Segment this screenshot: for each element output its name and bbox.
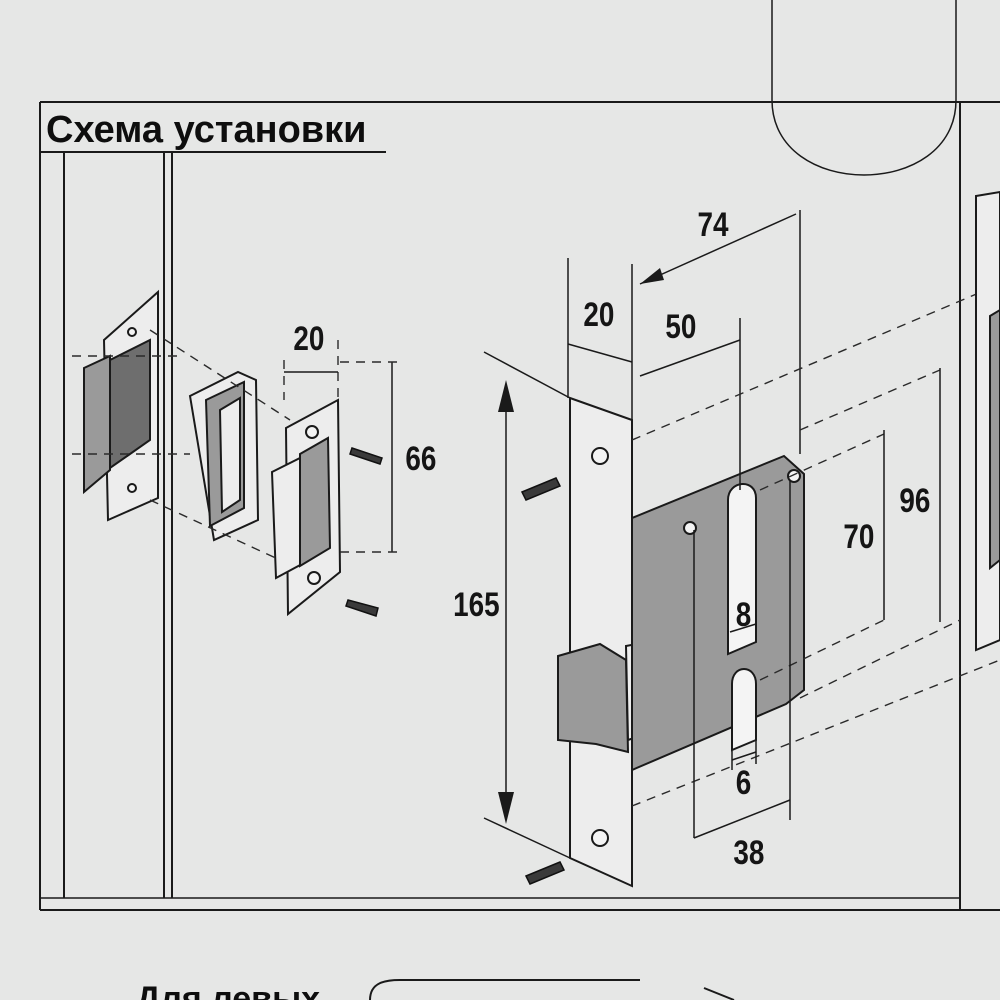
backset-label: 50 <box>665 307 696 345</box>
lock-body <box>631 454 805 772</box>
strike-screws <box>345 447 383 617</box>
spindle-to-cylinder-label: 70 <box>843 517 874 555</box>
door-frame <box>40 152 960 899</box>
strike-height-label: 66 <box>405 439 436 477</box>
cylinder-slot-label: 6 <box>736 763 752 801</box>
lock-faceplate <box>567 258 633 888</box>
diagram-title: Схема установки <box>46 109 367 151</box>
spindle-square-label: 8 <box>736 595 752 633</box>
lock-length-dimension <box>483 351 571 859</box>
footer-arrow <box>369 979 640 1000</box>
faceplate-width-label: 20 <box>583 295 614 333</box>
handle-outline <box>771 0 957 176</box>
footer-label: Для левых <box>136 980 320 1000</box>
strike-box <box>188 370 260 542</box>
frame-strike-plate <box>83 289 159 522</box>
lock-length-label: 165 <box>453 585 500 623</box>
faceplate-screws <box>520 477 566 885</box>
right-panel-fragment <box>975 190 1000 652</box>
strike-dimensions <box>72 329 398 561</box>
diagram-frame <box>39 101 1000 911</box>
footer-arrow-head <box>703 987 735 1000</box>
strike-plate <box>270 398 342 617</box>
body-depth-label: 74 <box>697 205 729 243</box>
body-height-label: 96 <box>899 481 930 519</box>
strike-width-label: 20 <box>293 319 324 357</box>
lock-body-dimensions <box>631 210 1000 839</box>
hole-spacing-label: 38 <box>733 833 764 871</box>
